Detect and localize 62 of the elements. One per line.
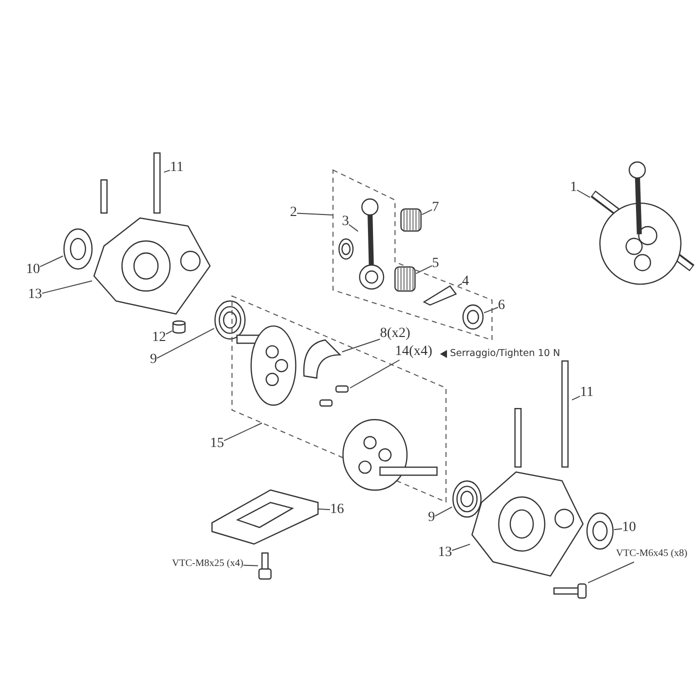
leader-line bbox=[422, 209, 432, 216]
callout-number: 6 bbox=[498, 298, 505, 314]
callout-number: 9 bbox=[428, 510, 435, 526]
bolt-drawing bbox=[552, 582, 588, 600]
leader-line bbox=[348, 224, 358, 232]
oil-seal-drawing bbox=[586, 512, 614, 550]
callout-number: 5 bbox=[432, 256, 439, 272]
washer-drawing bbox=[462, 304, 484, 330]
leader-line bbox=[164, 170, 170, 173]
leader-line bbox=[588, 562, 634, 584]
torque-note: Serraggio/Tighten 10 N bbox=[450, 347, 560, 361]
callout-number: 1 bbox=[570, 180, 577, 196]
insert-drawing bbox=[300, 338, 342, 380]
leader-line bbox=[42, 280, 92, 294]
leader-line bbox=[614, 528, 622, 530]
callout-number: 9 bbox=[150, 352, 157, 368]
callout-number: 10 bbox=[26, 262, 40, 278]
leader-line bbox=[296, 212, 334, 216]
leader-line bbox=[350, 360, 400, 388]
callout-number: 11 bbox=[170, 160, 184, 176]
leader-line bbox=[416, 265, 432, 274]
leader-line bbox=[452, 544, 470, 551]
crankcase-half-drawing bbox=[470, 470, 585, 578]
crankcase-half-drawing bbox=[92, 216, 212, 316]
leader-line bbox=[434, 506, 452, 517]
screw-drawing bbox=[258, 552, 272, 580]
needle-cage-drawing bbox=[394, 266, 416, 292]
leader-line bbox=[242, 564, 258, 566]
pin-drawing bbox=[420, 284, 458, 306]
leader-line bbox=[318, 508, 330, 510]
leader-line bbox=[572, 396, 580, 400]
leader-line bbox=[576, 190, 590, 198]
ball-bearing-drawing bbox=[214, 300, 246, 340]
dashed-group-outline bbox=[330, 168, 495, 343]
dashed-group-outline bbox=[230, 294, 448, 504]
leader-line bbox=[156, 328, 214, 359]
leader-line bbox=[40, 256, 64, 268]
callout-number: 13 bbox=[28, 287, 42, 303]
leader-line bbox=[166, 330, 172, 335]
bushing-drawing bbox=[172, 320, 186, 334]
needle-cage-drawing bbox=[400, 208, 422, 232]
callout-label: VTC-M8x25 (x4) bbox=[172, 556, 244, 572]
callout-number: 4 bbox=[462, 274, 469, 290]
callout-number: 7 bbox=[432, 200, 439, 216]
leader-line bbox=[342, 338, 380, 352]
leader-line bbox=[458, 283, 462, 286]
callout-number: 3 bbox=[342, 214, 349, 230]
skid-plate-drawing bbox=[210, 488, 320, 546]
callout-number: 13 bbox=[438, 545, 452, 561]
oil-seal-drawing bbox=[63, 228, 93, 270]
leader-line bbox=[484, 306, 498, 314]
leader-line bbox=[224, 422, 262, 442]
callout-number: 14(x4) bbox=[395, 344, 432, 360]
callout-label: VTC-M6x45 (x8) bbox=[616, 546, 688, 562]
callout-number: 2 bbox=[290, 205, 297, 221]
callout-number: 11 bbox=[580, 385, 594, 401]
callout-number: 16 bbox=[330, 502, 344, 518]
callout-number: 15 bbox=[210, 436, 224, 452]
ball-bearing-drawing bbox=[452, 480, 482, 518]
callout-number: 10 bbox=[622, 520, 636, 536]
callout-number: 8(x2) bbox=[380, 326, 410, 342]
callout-number: 12 bbox=[152, 330, 166, 346]
